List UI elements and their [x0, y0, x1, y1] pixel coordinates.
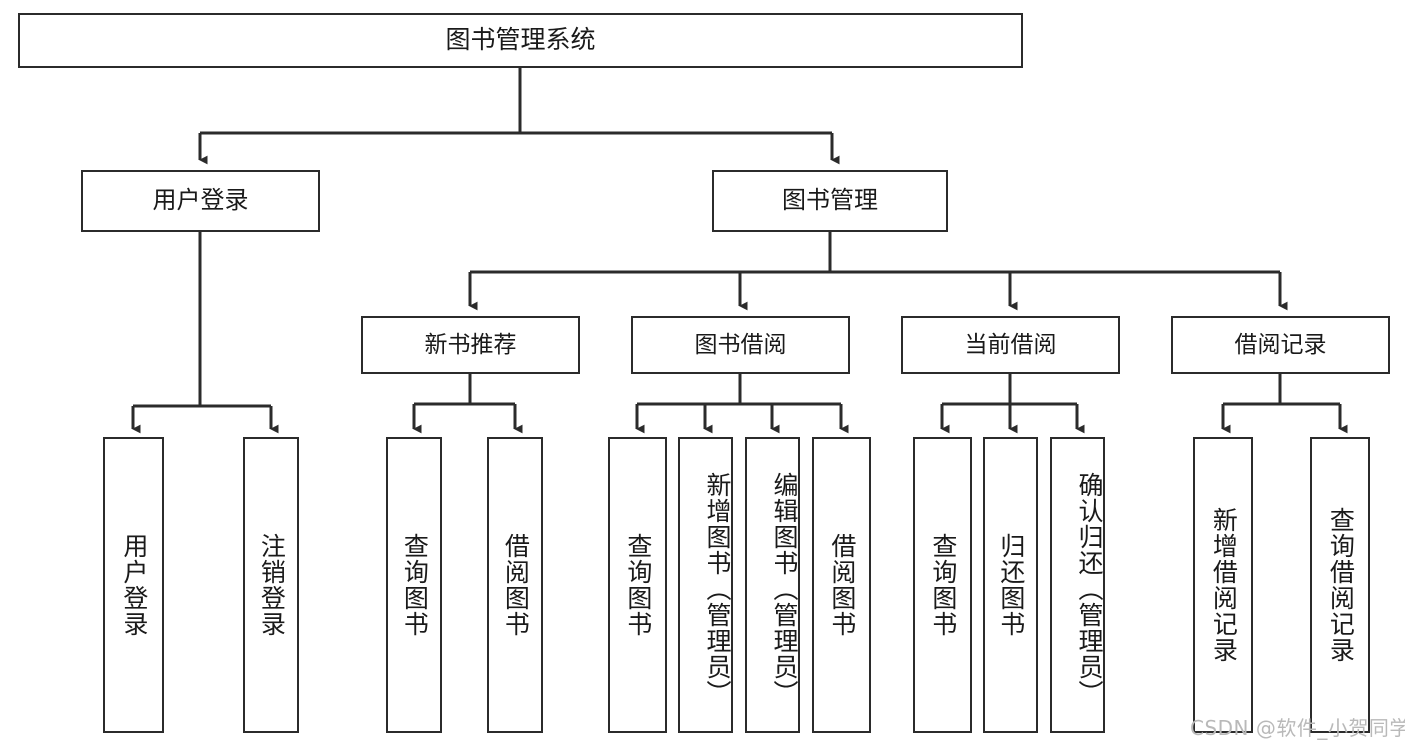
- node-leaf-edit-book-label: 编辑图书（管理员）: [770, 472, 799, 706]
- node-leaf-query-book-current-label: 查询图书: [928, 533, 958, 637]
- node-leaf-return-book-label: 归还图书: [996, 533, 1026, 637]
- node-leaf-query-book-borrow-label: 查询图书: [623, 533, 653, 637]
- node-root-label: 图书管理系统: [445, 25, 596, 55]
- node-book-management-label: 图书管理: [782, 186, 878, 215]
- node-leaf-borrow-book-label: 借阅图书: [827, 533, 857, 637]
- node-new-book-recommend-label: 新书推荐: [424, 331, 517, 358]
- node-new-book-recommend[interactable]: 新书推荐: [361, 316, 580, 374]
- node-leaf-query-borrow-record-label: 查询借阅记录: [1326, 507, 1356, 663]
- node-leaf-query-book-recommend[interactable]: 查询图书: [386, 437, 442, 733]
- node-leaf-query-book-current[interactable]: 查询图书: [913, 437, 972, 733]
- node-root[interactable]: 图书管理系统: [18, 13, 1023, 68]
- node-current-borrow-label: 当前借阅: [964, 331, 1057, 358]
- node-leaf-logout-label: 注销登录: [257, 533, 287, 637]
- node-leaf-add-borrow-record[interactable]: 新增借阅记录: [1193, 437, 1253, 733]
- node-leaf-query-borrow-record[interactable]: 查询借阅记录: [1310, 437, 1370, 733]
- csdn-watermark: CSDN @软件_小贺同学: [1190, 716, 1405, 740]
- node-leaf-return-book[interactable]: 归还图书: [983, 437, 1038, 733]
- node-book-borrow[interactable]: 图书借阅: [631, 316, 850, 374]
- node-leaf-user-login-label: 用户登录: [119, 533, 149, 637]
- node-user-login[interactable]: 用户登录: [81, 170, 320, 232]
- node-book-borrow-label: 图书借阅: [694, 331, 787, 358]
- node-user-login-label: 用户登录: [152, 186, 249, 215]
- node-leaf-confirm-return[interactable]: 确认归还（管理员）: [1050, 437, 1105, 733]
- node-current-borrow[interactable]: 当前借阅: [901, 316, 1120, 374]
- node-leaf-user-login[interactable]: 用户登录: [103, 437, 164, 733]
- node-leaf-borrow-book-recommend[interactable]: 借阅图书: [487, 437, 543, 733]
- node-leaf-logout[interactable]: 注销登录: [243, 437, 299, 733]
- node-leaf-query-book-recommend-label: 查询图书: [400, 533, 430, 637]
- node-leaf-add-borrow-record-label: 新增借阅记录: [1209, 507, 1239, 663]
- node-leaf-add-book[interactable]: 新增图书（管理员）: [678, 437, 733, 733]
- node-borrow-record[interactable]: 借阅记录: [1171, 316, 1390, 374]
- node-borrow-record-label: 借阅记录: [1234, 331, 1327, 358]
- node-leaf-add-book-label: 新增图书（管理员）: [703, 472, 732, 706]
- node-leaf-query-book-borrow[interactable]: 查询图书: [608, 437, 667, 733]
- node-leaf-edit-book[interactable]: 编辑图书（管理员）: [745, 437, 800, 733]
- node-book-management[interactable]: 图书管理: [712, 170, 948, 232]
- node-leaf-confirm-return-label: 确认归还（管理员）: [1075, 472, 1104, 706]
- node-leaf-borrow-book-recommend-label: 借阅图书: [501, 533, 531, 637]
- node-leaf-borrow-book[interactable]: 借阅图书: [812, 437, 871, 733]
